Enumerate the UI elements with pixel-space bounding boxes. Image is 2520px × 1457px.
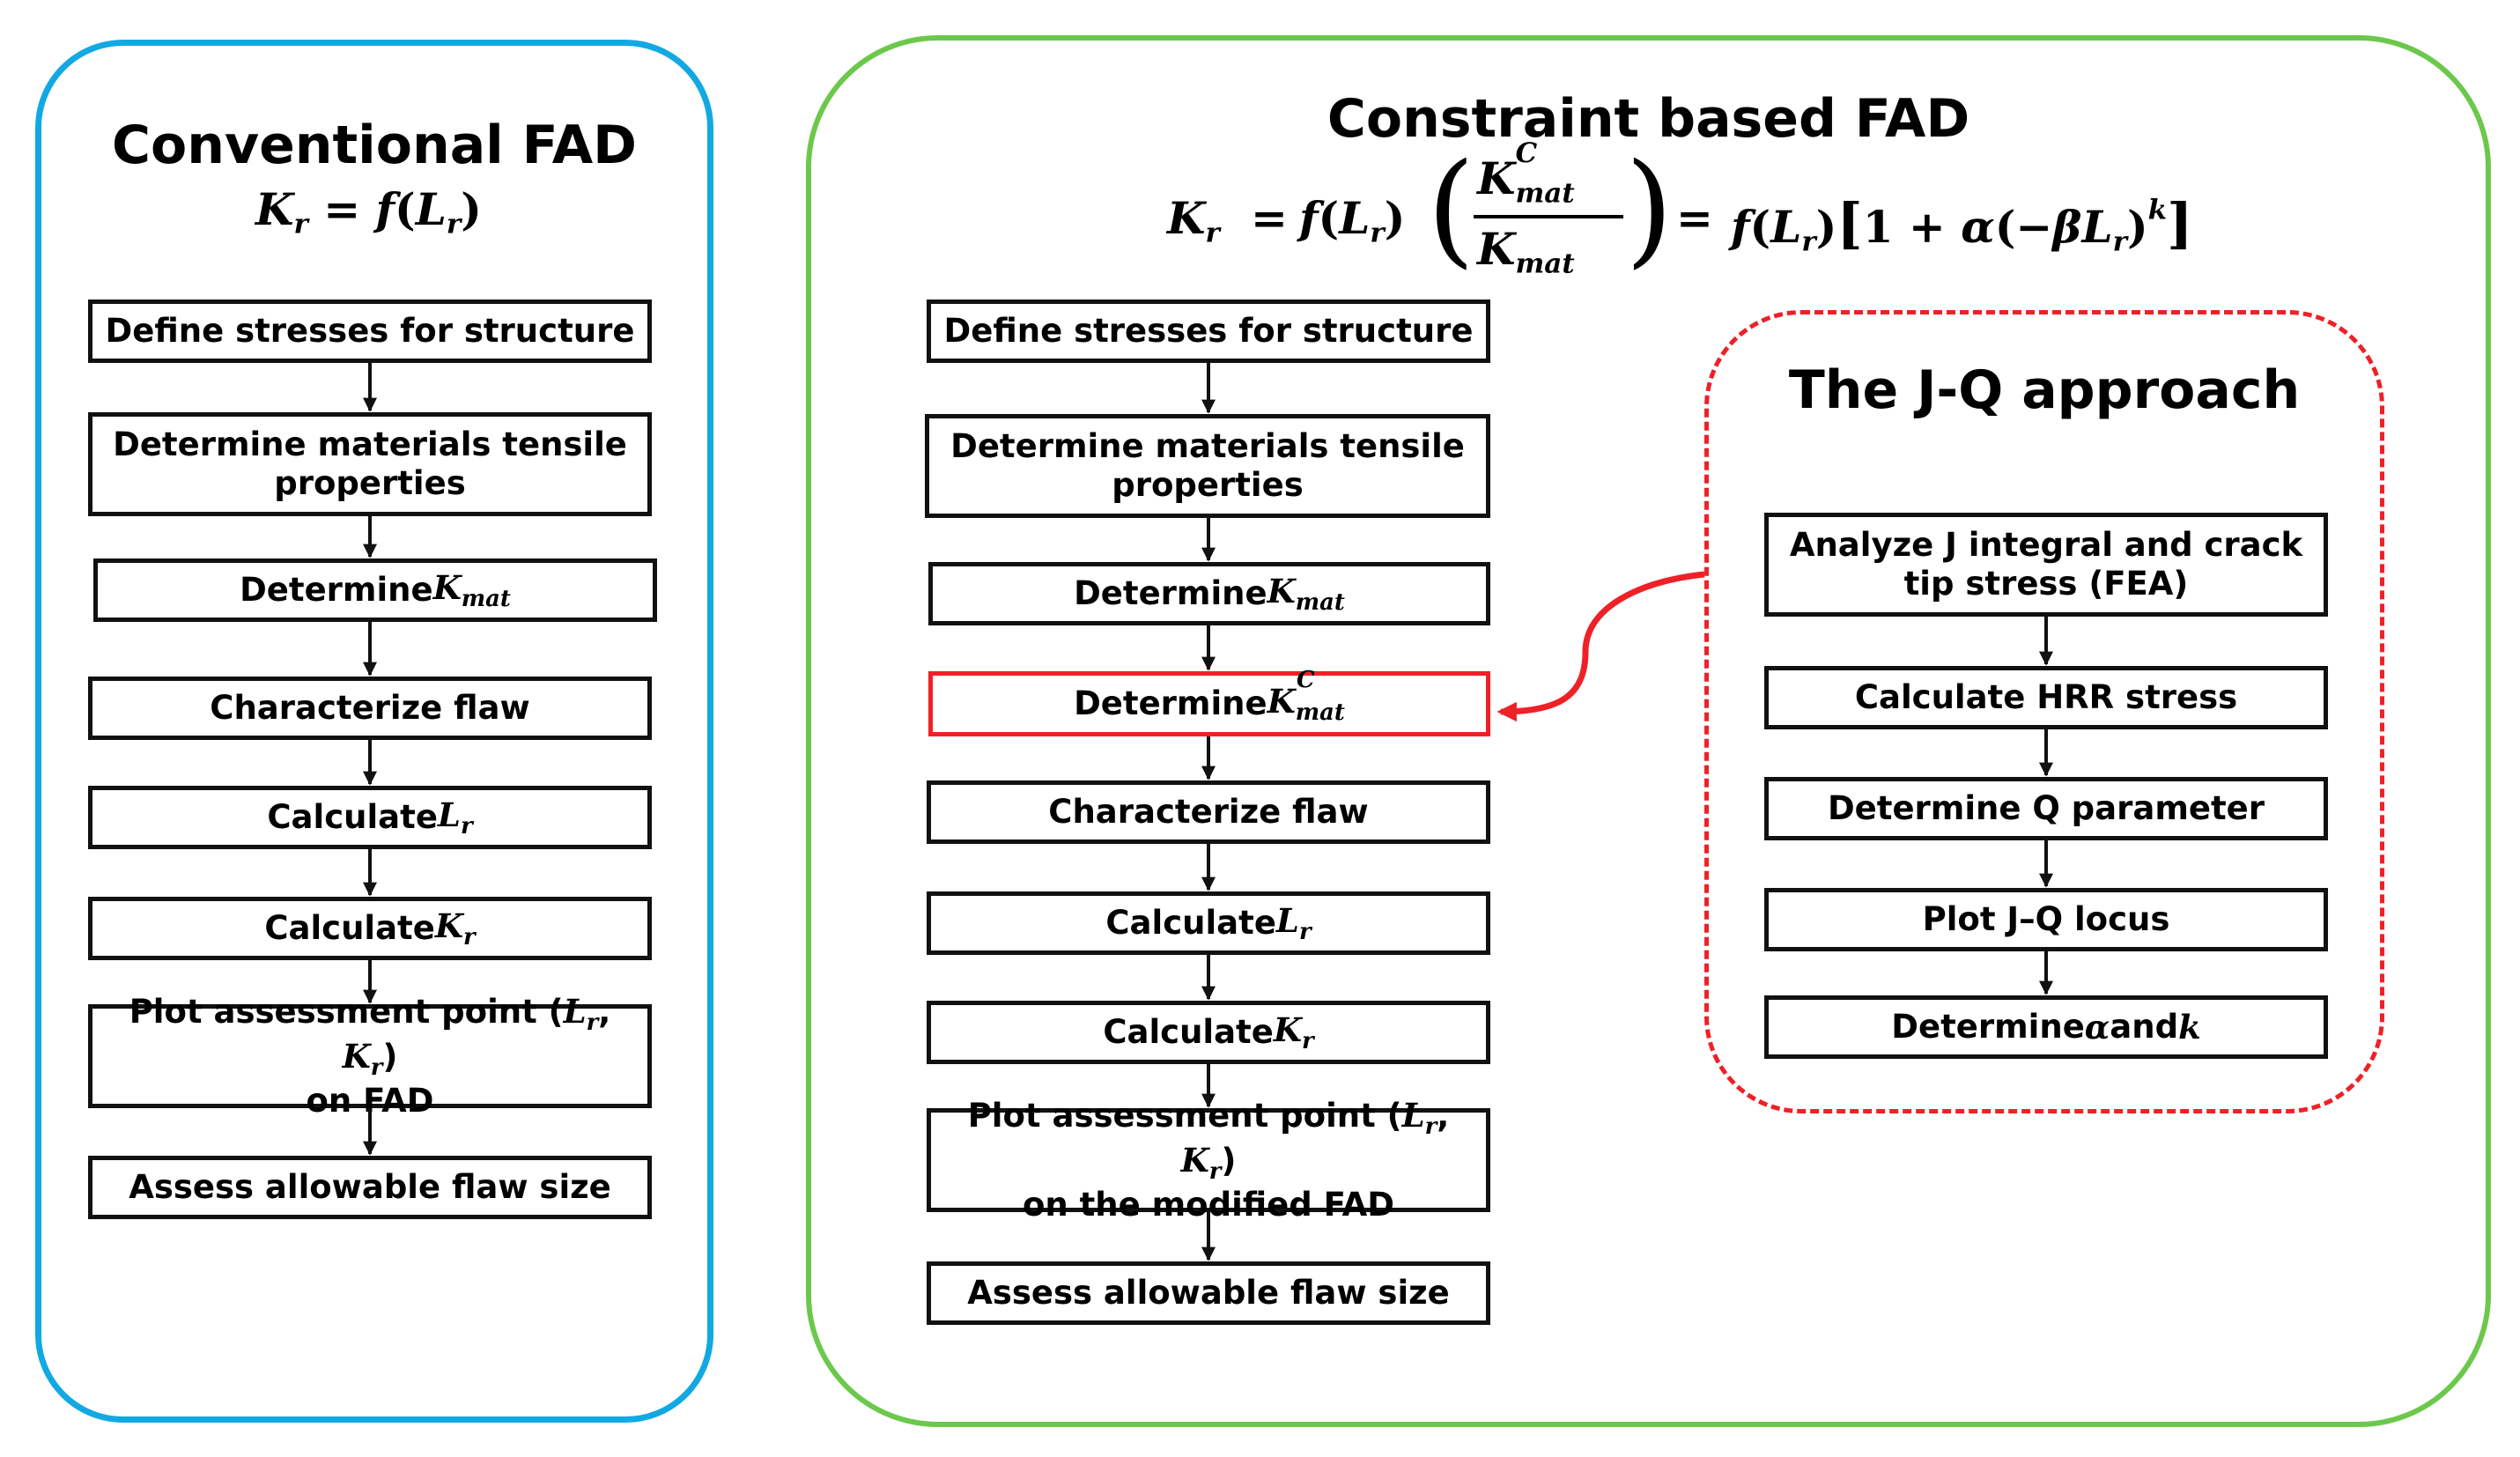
conv-step-determine-kmat: Determine Kmat (93, 558, 657, 622)
cons-step-calculate-lr: Calculate Lr (927, 891, 1490, 955)
fraction-bar (1474, 215, 1623, 218)
jq-step-determine-q: Determine Q parameter (1764, 777, 2328, 840)
jq-step-determine-alpha-k: Determine α and k (1764, 995, 2328, 1059)
conv-step-calculate-lr: Calculate Lr (88, 786, 652, 849)
jq-step-analyze-j-integral: Analyze J integral and crack tip stress … (1764, 513, 2328, 617)
constraint-fad-panel (806, 35, 2491, 1427)
jq-step-calculate-hrr: Calculate HRR stress (1764, 666, 2328, 729)
cons-step-characterize-flaw: Characterize flaw (927, 780, 1490, 844)
conv-step-tensile-properties: Determine materials tensile properties (88, 412, 652, 516)
constraint-fad-title: Constraint based FAD (1327, 88, 1970, 150)
cons-step-calculate-kr: Calculate Kr (927, 1001, 1490, 1064)
conv-step-calculate-kr: Calculate Kr (88, 897, 652, 960)
conv-step-characterize-flaw: Characterize flaw (88, 677, 652, 740)
conventional-fad-panel (35, 40, 713, 1423)
conventional-fad-title: Conventional FAD (112, 115, 637, 176)
cons-step-determine-kmat: Determine Kmat (928, 562, 1490, 625)
cons-step-tensile-properties: Determine materials tensile properties (925, 414, 1490, 518)
conventional-equation: Kr = f(Lr) (255, 183, 482, 240)
jq-approach-title: The J-Q approach (1788, 359, 2301, 421)
conv-step-assess-flaw-size: Assess allowable flaw size (88, 1156, 652, 1219)
conv-step-plot-assessment: Plot assessment point (Lr, Kr)on FAD (88, 992, 652, 1120)
cons-step-plot-assessment: Plot assessment point (Lr, Kr)on the mod… (927, 1096, 1490, 1224)
cons-step-define-stresses: Define stresses for structure (927, 300, 1490, 363)
jq-step-plot-jq-locus: Plot J–Q locus (1764, 888, 2328, 951)
jq-approach-panel (1704, 310, 2384, 1113)
conv-step-define-stresses: Define stresses for structure (88, 300, 652, 363)
cons-step-assess-flaw-size: Assess allowable flaw size (927, 1261, 1490, 1325)
